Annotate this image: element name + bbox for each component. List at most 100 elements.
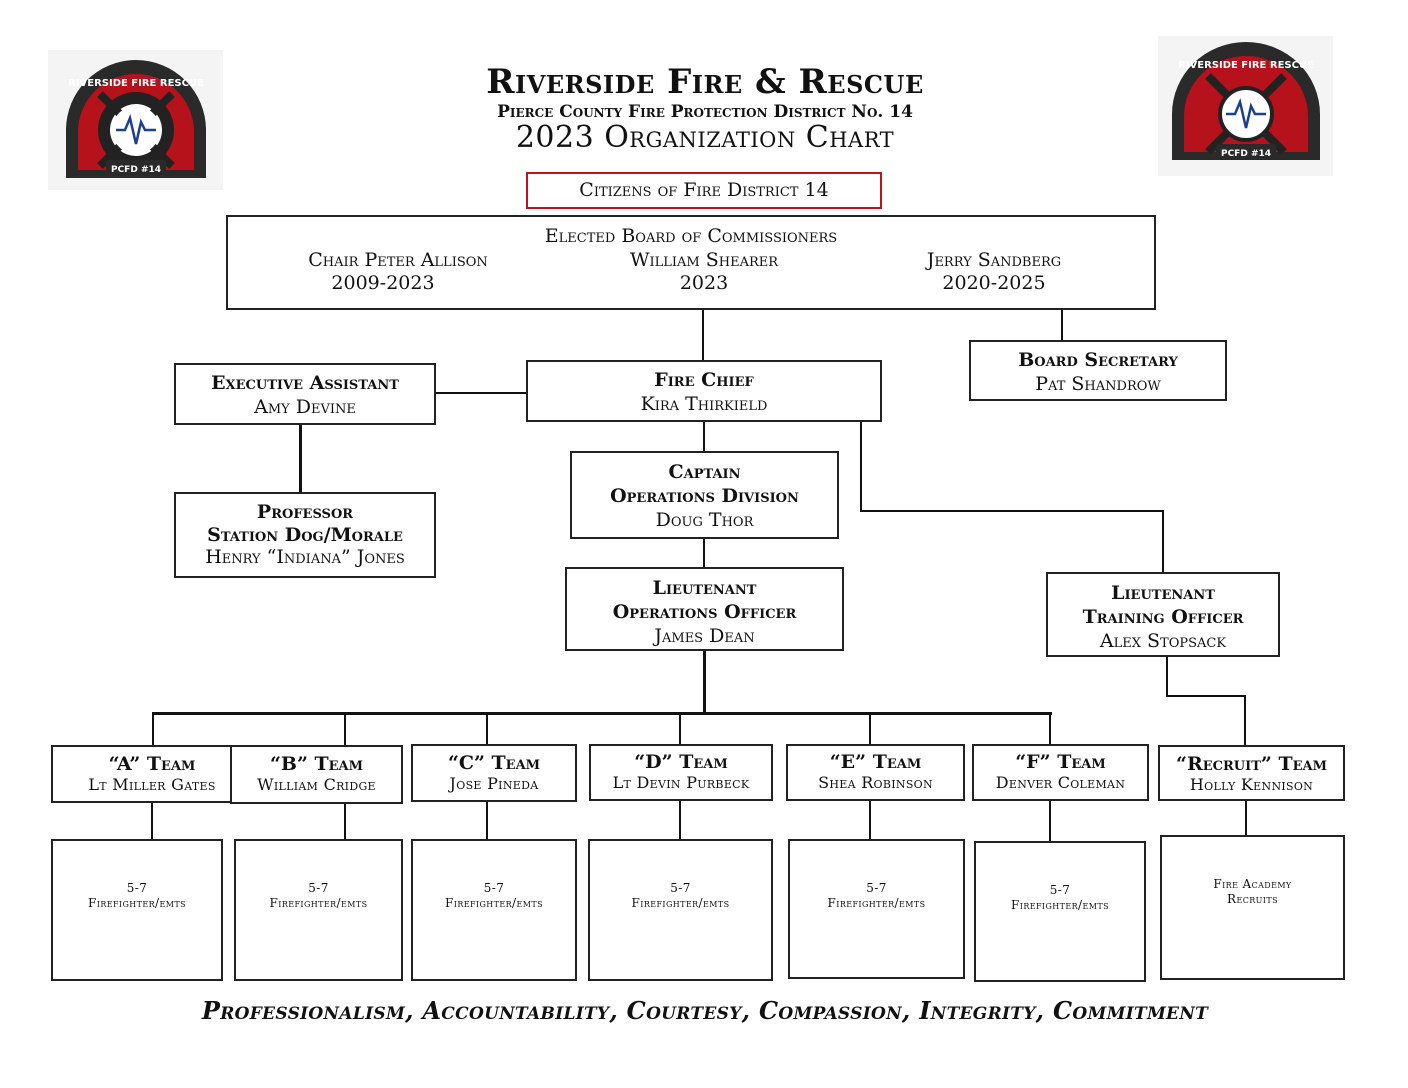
connector bbox=[1166, 695, 1246, 697]
connector bbox=[860, 421, 862, 511]
team-d-box: “D” Team Lt Devin Purbeck bbox=[589, 744, 773, 801]
team-d-leader: Lt Devin Purbeck bbox=[612, 773, 750, 792]
connector bbox=[702, 310, 704, 361]
connector bbox=[486, 712, 488, 745]
team-recruit-title: “Recruit” Team bbox=[1176, 753, 1327, 775]
crew-a-box: 5-7 Firefighter/emts bbox=[51, 839, 223, 981]
crew-e-count: 5-7 bbox=[866, 881, 887, 895]
professor-role: Station Dog/Morale bbox=[207, 524, 403, 546]
org-subtitle: Pierce County Fire Protection District N… bbox=[497, 102, 913, 122]
professor-box: Professor Station Dog/Morale Henry “Indi… bbox=[174, 492, 436, 578]
lt-training-name: Alex Stopsack bbox=[1099, 630, 1227, 652]
citizens-box: Citizens of Fire District 14 bbox=[526, 172, 882, 209]
professor-title: Professor bbox=[256, 501, 354, 523]
crew-d-count: 5-7 bbox=[670, 881, 691, 895]
crew-f-box: 5-7 Firefighter/emts bbox=[974, 841, 1146, 982]
connector bbox=[860, 510, 1164, 512]
team-c-title: “C” Team bbox=[447, 752, 541, 774]
connector bbox=[869, 712, 871, 745]
crew-a-count: 5-7 bbox=[126, 881, 148, 895]
logo-right: PCFD #14 RIVERSIDE FIRE RESCUE bbox=[1158, 36, 1333, 176]
team-a-title: “A” Team bbox=[108, 753, 196, 775]
motto: Professionalism, Accountability, Courtes… bbox=[201, 996, 1209, 1025]
team-c-leader: Jose Pineda bbox=[449, 774, 539, 793]
lt-training-role: Training Officer bbox=[1082, 606, 1244, 628]
executive-assistant-name: Amy Devine bbox=[254, 396, 356, 418]
crew-d-box: 5-7 Firefighter/emts bbox=[588, 839, 773, 981]
board-member-3-name: Jerry Sandberg bbox=[926, 249, 1062, 271]
connector bbox=[703, 650, 706, 714]
board-secretary-title: Board Secretary bbox=[1018, 349, 1178, 371]
team-b-title: “B” Team bbox=[269, 753, 364, 775]
connector bbox=[435, 392, 527, 394]
team-d-title: “D” Team bbox=[634, 751, 728, 773]
crew-c-count: 5-7 bbox=[483, 881, 505, 895]
connector bbox=[703, 421, 705, 452]
connector bbox=[1245, 800, 1247, 836]
captain-role: Operations Division bbox=[610, 485, 799, 507]
connector bbox=[703, 538, 705, 568]
team-f-leader: Denver Coleman bbox=[995, 773, 1126, 792]
lt-operations-name: James Dean bbox=[654, 625, 755, 647]
captain-title: Captain bbox=[668, 461, 741, 483]
captain-box: Captain Operations Division Doug Thor bbox=[570, 451, 839, 539]
crew-e-role: Firefighter/emts bbox=[827, 896, 926, 910]
crew-f-role: Firefighter/emts bbox=[1011, 898, 1109, 912]
board-secretary-name: Pat Shandrow bbox=[1035, 373, 1161, 395]
citizens-label: Citizens of Fire District 14 bbox=[579, 179, 829, 201]
connector bbox=[299, 424, 302, 493]
crew-recruit-box: Fire Academy Recruits bbox=[1160, 835, 1345, 980]
logo-left-bottom-text: PCFD #14 bbox=[111, 165, 161, 175]
connector bbox=[1049, 800, 1051, 842]
connector bbox=[344, 712, 346, 746]
team-a-box: “A” Team Lt Miller Gates bbox=[51, 745, 253, 803]
fire-chief-title: Fire Chief bbox=[654, 369, 754, 391]
connector bbox=[679, 800, 681, 840]
board-box: Elected Board of Commissioners Chair Pet… bbox=[226, 215, 1156, 310]
board-secretary-box: Board Secretary Pat Shandrow bbox=[969, 340, 1227, 401]
team-f-box: “F” Team Denver Coleman bbox=[972, 744, 1149, 801]
logo-left: PCFD #14 RIVERSIDE FIRE RESCUE bbox=[48, 50, 223, 190]
lt-operations-role: Operations Officer bbox=[612, 601, 797, 623]
connector bbox=[1166, 656, 1168, 696]
logo-right-ring-text: RIVERSIDE FIRE RESCUE bbox=[1178, 60, 1314, 71]
crew-a-role: Firefighter/emts bbox=[88, 896, 186, 910]
logo-left-ring-text: RIVERSIDE FIRE RESCUE bbox=[68, 78, 204, 89]
crew-d-role: Firefighter/emts bbox=[631, 896, 730, 910]
crew-f-count: 5-7 bbox=[1049, 883, 1071, 897]
team-recruit-box: “Recruit” Team Holly Kennison bbox=[1158, 745, 1345, 801]
board-member-2-name: William Shearer bbox=[629, 249, 779, 271]
fire-chief-box: Fire Chief Kira Thirkield bbox=[526, 360, 882, 422]
executive-assistant-box: Executive Assistant Amy Devine bbox=[174, 363, 436, 425]
crew-b-count: 5-7 bbox=[308, 881, 329, 895]
board-member-2-term: 2023 bbox=[679, 272, 729, 294]
connector bbox=[486, 801, 488, 840]
connector bbox=[152, 712, 1052, 715]
lt-training-box: Lieutenant Training Officer Alex Stopsac… bbox=[1046, 572, 1280, 657]
board-member-3-term: 2020-2025 bbox=[942, 272, 1046, 294]
crew-e-box: 5-7 Firefighter/emts bbox=[788, 839, 965, 979]
crew-b-role: Firefighter/emts bbox=[269, 896, 368, 910]
team-f-title: “F” Team bbox=[1015, 751, 1106, 773]
chart-title: 2023 Organization Chart bbox=[515, 120, 895, 155]
lt-training-title: Lieutenant bbox=[1111, 582, 1215, 604]
connector bbox=[1244, 695, 1246, 745]
org-title: Riverside Fire & Rescue bbox=[486, 62, 924, 102]
fire-chief-name: Kira Thirkield bbox=[640, 393, 768, 415]
lt-operations-title: Lieutenant bbox=[652, 577, 757, 599]
board-heading: Elected Board of Commissioners bbox=[544, 225, 838, 247]
professor-name: Henry “Indiana” Jones bbox=[205, 546, 405, 568]
team-a-leader: Lt Miller Gates bbox=[88, 775, 216, 794]
crew-recruit-line2: Recruits bbox=[1227, 892, 1278, 906]
team-c-box: “C” Team Jose Pineda bbox=[411, 744, 577, 802]
connector bbox=[151, 802, 153, 840]
team-b-leader: William Cridge bbox=[257, 775, 376, 794]
team-e-box: “E” Team Shea Robinson bbox=[786, 744, 965, 801]
connector bbox=[344, 803, 346, 840]
crew-b-box: 5-7 Firefighter/emts bbox=[234, 839, 403, 981]
connector bbox=[869, 800, 871, 840]
board-member-1-term: 2009-2023 bbox=[331, 272, 435, 294]
lt-operations-box: Lieutenant Operations Officer James Dean bbox=[565, 567, 844, 651]
crew-c-box: 5-7 Firefighter/emts bbox=[411, 839, 577, 981]
connector bbox=[679, 712, 681, 745]
